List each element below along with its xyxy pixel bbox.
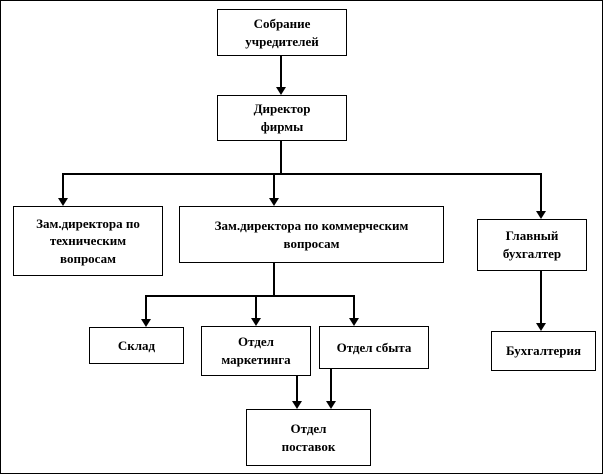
edge-director-chiefaccountant-arrowhead [536, 211, 546, 219]
edge-chiefaccountant-accounting-line [540, 271, 542, 323]
edge-founders-director-line [280, 56, 282, 87]
node-warehouse: Склад [89, 327, 184, 364]
edge-commercial-sales-line [353, 295, 355, 318]
edge-commercial-warehouse-line [145, 295, 147, 319]
edge-director-chiefaccountant-line [540, 173, 542, 211]
edge-commercial-marketing-line [255, 295, 257, 318]
node-director: Директор фирмы [217, 95, 347, 141]
edge-commercial-bus-line [145, 295, 355, 297]
edge-sales-supply-line [330, 369, 332, 401]
edge-director-techdeputy-arrowhead [58, 198, 68, 206]
edge-marketing-supply-line [296, 376, 298, 401]
edge-chiefaccountant-accounting-arrowhead [536, 323, 546, 331]
edge-commercial-sales-arrowhead [349, 318, 359, 326]
node-supply: Отдел поставок [246, 409, 371, 466]
node-accounting: Бухгалтерия [491, 331, 596, 371]
edge-director-commercialdeputy-arrowhead [269, 198, 279, 206]
edge-sales-supply-arrowhead [326, 401, 336, 409]
edge-director-stem-line [280, 141, 282, 175]
edge-director-commercialdeputy-line [273, 173, 275, 198]
edge-director-bus-line [62, 173, 542, 175]
edge-commercial-stem-line [273, 263, 275, 297]
edge-commercial-marketing-arrowhead [251, 318, 261, 326]
edge-marketing-supply-arrowhead [292, 401, 302, 409]
node-founders: Собрание учредителей [217, 9, 347, 56]
edge-director-techdeputy-line [62, 173, 64, 198]
node-commercial-deputy: Зам.директора по коммерческим вопросам [179, 206, 444, 263]
node-sales: Отдел сбыта [319, 326, 429, 369]
node-marketing: Отдел маркетинга [201, 326, 311, 376]
node-tech-deputy: Зам.директора по техническим вопросам [13, 206, 163, 276]
edge-commercial-warehouse-arrowhead [141, 319, 151, 327]
edge-founders-director-arrowhead [276, 87, 286, 95]
node-chief-accountant: Главный бухгалтер [477, 219, 587, 271]
